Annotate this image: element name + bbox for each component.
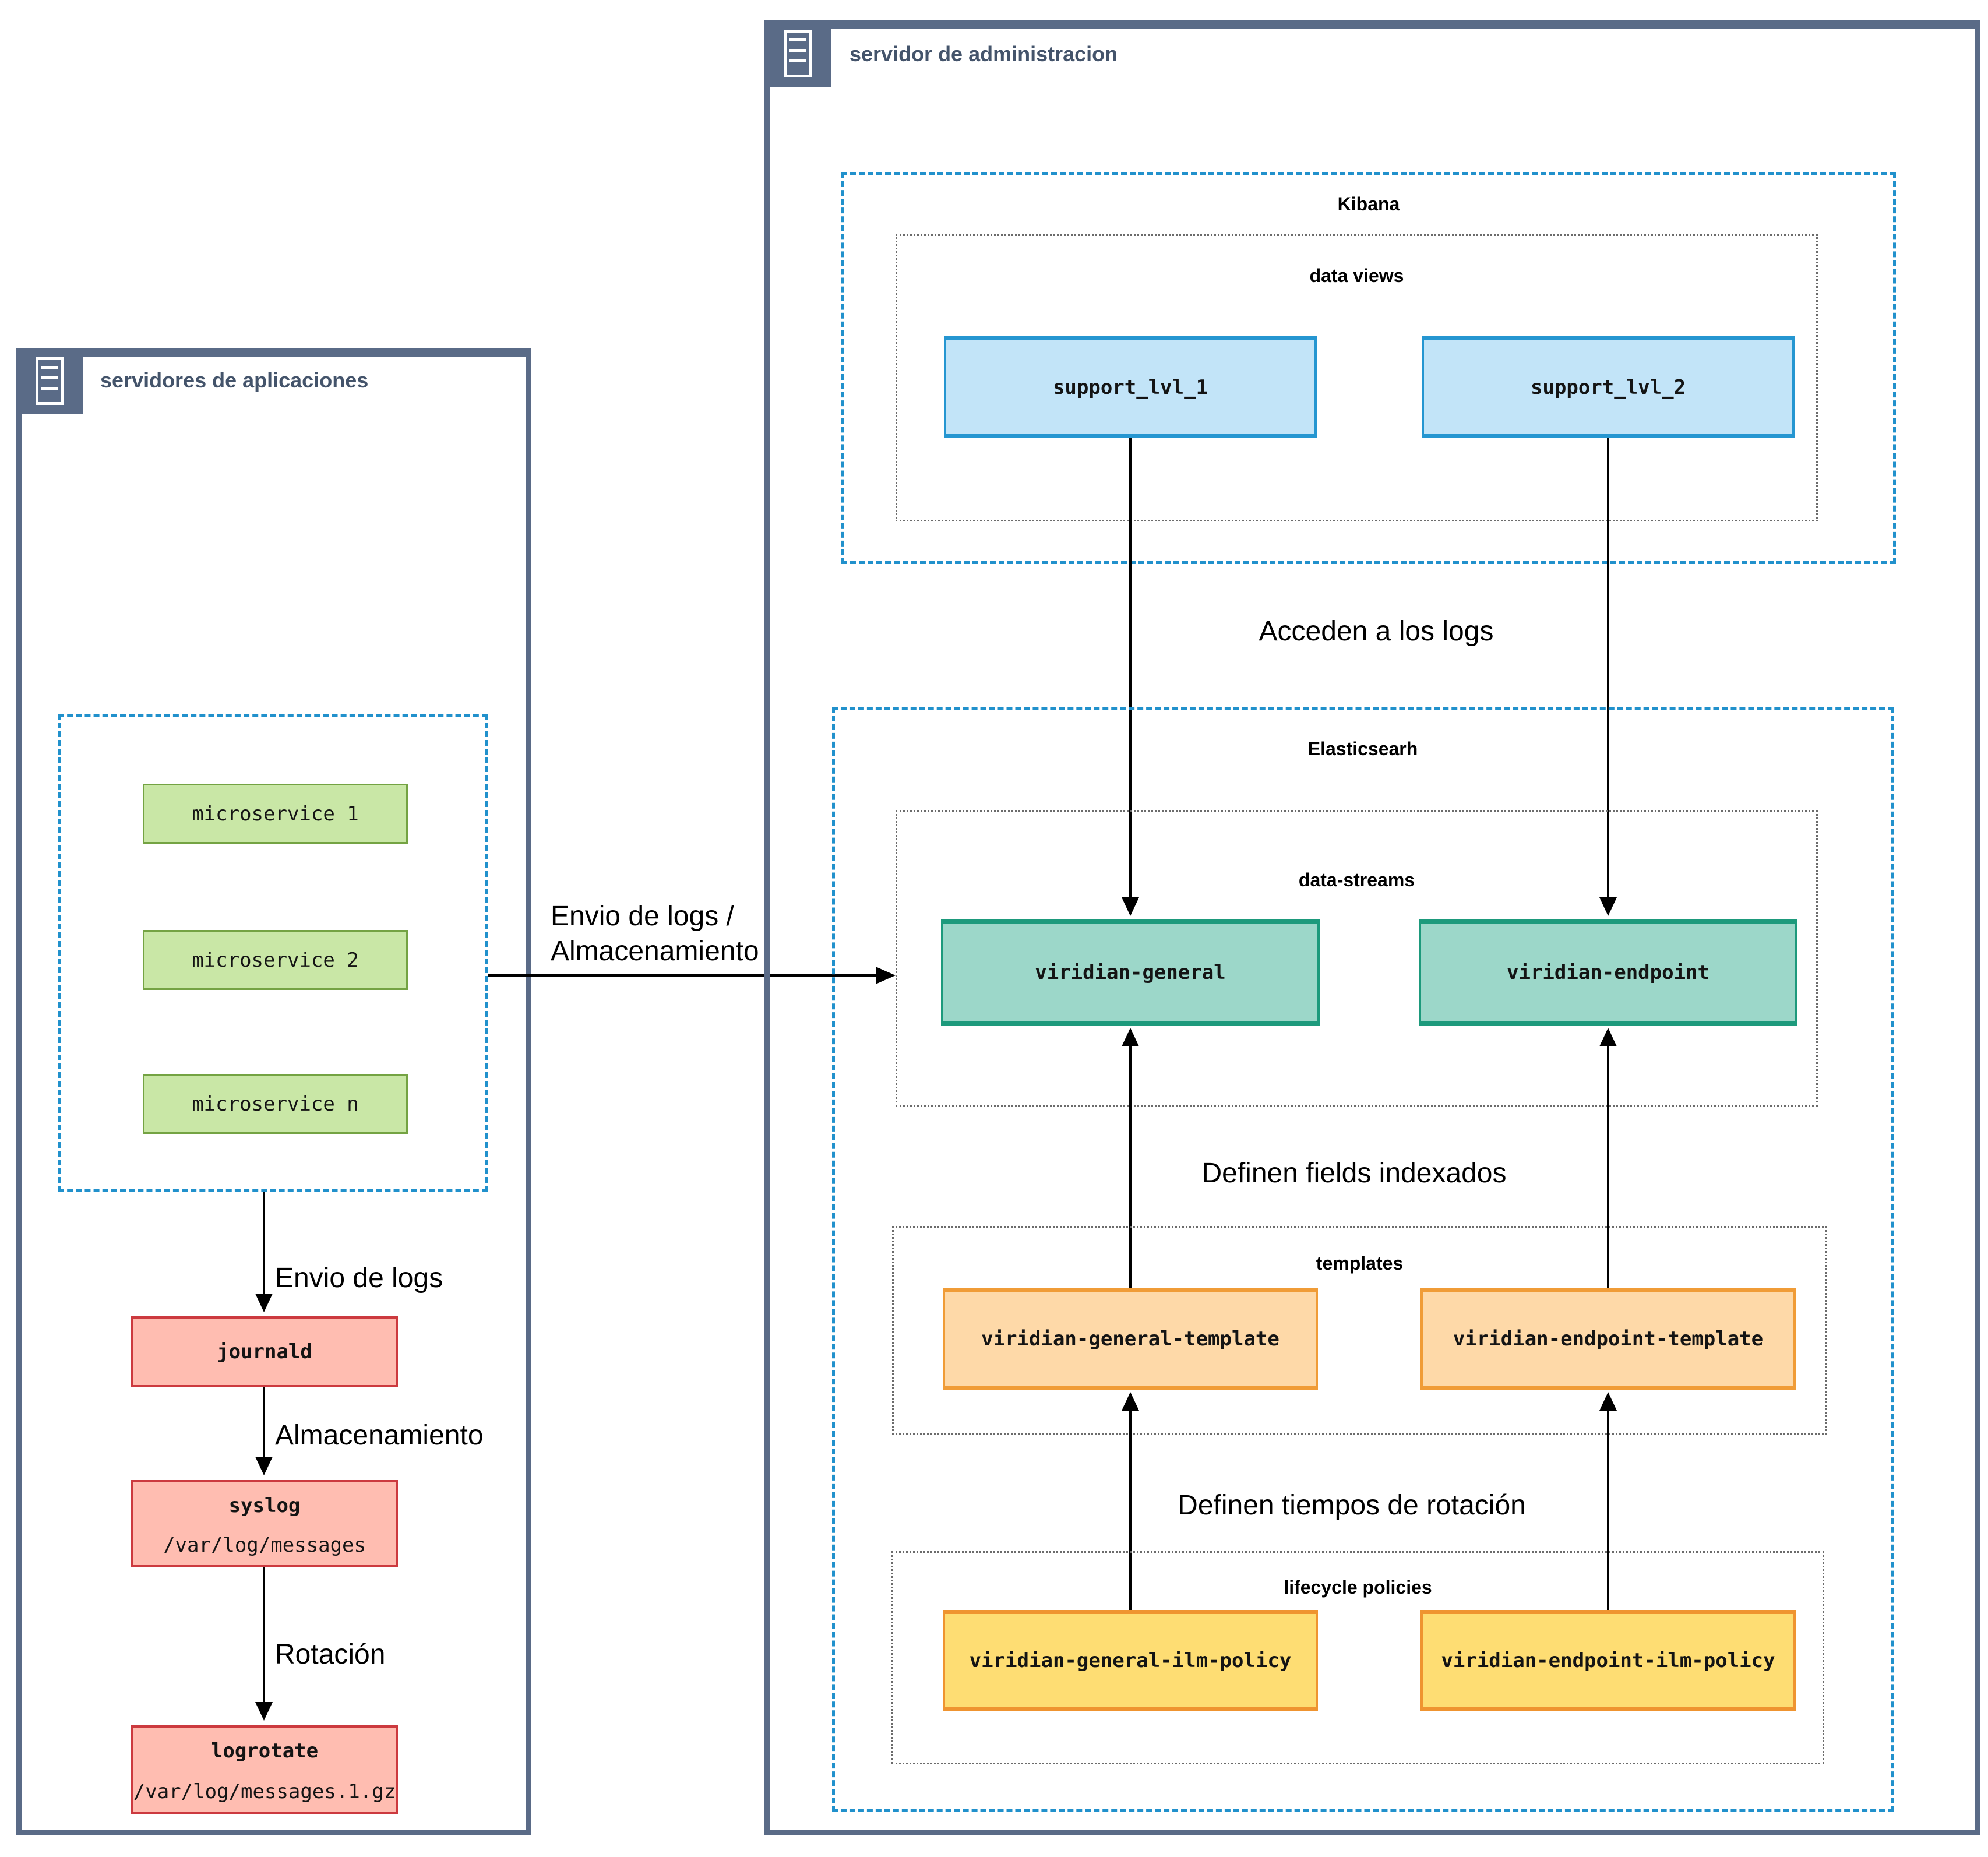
microservice-n-node: microservice n bbox=[143, 1074, 408, 1134]
data-streams-group bbox=[896, 810, 1818, 1107]
syslog-node: syslog /var/log/messages bbox=[131, 1480, 398, 1567]
microservice-2-label: microservice 2 bbox=[192, 948, 359, 972]
server-icon-bar bbox=[41, 366, 58, 369]
viridian-general-node: viridian-general bbox=[941, 919, 1320, 1026]
fields-indexed-label: Definen fields indexados bbox=[1201, 1158, 1507, 1189]
viridian-general-template-node: viridian-general-template bbox=[943, 1288, 1318, 1390]
arrow-line-access-1 bbox=[1129, 438, 1132, 898]
arrowhead-down-icon bbox=[255, 1702, 273, 1721]
arrowhead-up-icon bbox=[1599, 1392, 1617, 1411]
server-icon-bar bbox=[789, 38, 806, 41]
microservice-1-label: microservice 1 bbox=[192, 802, 359, 826]
app-servers-badge bbox=[16, 348, 83, 414]
viridian-general-template-label: viridian-general-template bbox=[981, 1327, 1279, 1351]
templates-title: templates bbox=[1316, 1253, 1404, 1274]
server-icon bbox=[784, 30, 812, 77]
admin-server-title: servidor de administracion bbox=[850, 42, 1118, 66]
microservice-1-node: microservice 1 bbox=[143, 784, 408, 844]
arrow-line-store bbox=[263, 1387, 265, 1458]
kibana-group bbox=[841, 172, 1896, 564]
arrow-line-send-logs bbox=[263, 1192, 265, 1295]
viridian-endpoint-template-node: viridian-endpoint-template bbox=[1420, 1288, 1796, 1390]
elasticsearch-group bbox=[832, 707, 1894, 1812]
store-label: Almacenamiento bbox=[275, 1420, 484, 1451]
syslog-path: /var/log/messages bbox=[163, 1534, 366, 1557]
journald-label: journald bbox=[217, 1340, 312, 1363]
syslog-label: syslog bbox=[228, 1494, 301, 1517]
logrotate-node: logrotate /var/log/messages.1.gz bbox=[131, 1725, 398, 1814]
lifecycle-policies-group bbox=[891, 1551, 1824, 1764]
admin-server-badge bbox=[764, 20, 831, 87]
arrowhead-right-icon bbox=[876, 967, 896, 984]
arrowhead-down-icon bbox=[255, 1457, 273, 1475]
arrowhead-up-icon bbox=[1599, 1028, 1617, 1046]
admin-server-panel bbox=[764, 20, 1980, 1835]
viridian-general-label: viridian-general bbox=[1035, 961, 1226, 984]
journald-node: journald bbox=[131, 1316, 398, 1387]
arrowhead-up-icon bbox=[1122, 1392, 1139, 1411]
microservice-2-node: microservice 2 bbox=[143, 930, 408, 990]
rotation-times-label: Definen tiempos de rotación bbox=[1178, 1490, 1526, 1521]
arrow-line-access-2 bbox=[1607, 438, 1609, 898]
viridian-endpoint-label: viridian-endpoint bbox=[1507, 961, 1709, 984]
support-lvl-2-node: support_lvl_2 bbox=[1422, 336, 1795, 438]
support-lvl-1-node: support_lvl_1 bbox=[944, 336, 1317, 438]
app-servers-title: servidores de aplicaciones bbox=[100, 368, 369, 392]
arrow-line-rotation-2 bbox=[1607, 1410, 1609, 1610]
support-lvl-2-label: support_lvl_2 bbox=[1530, 375, 1686, 399]
support-lvl-1-label: support_lvl_1 bbox=[1052, 375, 1208, 399]
logrotate-path: /var/log/messages.1.gz bbox=[133, 1780, 396, 1803]
viridian-endpoint-ilm-policy-node: viridian-endpoint-ilm-policy bbox=[1420, 1610, 1796, 1711]
microservices-group bbox=[58, 714, 488, 1192]
lifecycle-policies-title: lifecycle policies bbox=[1284, 1577, 1432, 1598]
arrowhead-down-icon bbox=[1599, 897, 1617, 916]
data-streams-title: data-streams bbox=[1298, 869, 1415, 890]
send-logs-label: Envio de logs bbox=[275, 1263, 443, 1294]
microservice-n-label: microservice n bbox=[192, 1092, 359, 1116]
server-icon-bar bbox=[41, 376, 58, 379]
viridian-endpoint-node: viridian-endpoint bbox=[1419, 919, 1797, 1026]
link-label-line1: Envio de logs / bbox=[551, 901, 734, 932]
rotate-label: Rotación bbox=[275, 1639, 386, 1670]
link-label-line2: Almacenamiento bbox=[551, 936, 759, 967]
arrow-line-fields-2 bbox=[1607, 1045, 1609, 1288]
viridian-general-ilm-policy-node: viridian-general-ilm-policy bbox=[943, 1610, 1318, 1711]
arrow-line-fields-1 bbox=[1129, 1045, 1132, 1288]
templates-group bbox=[892, 1226, 1827, 1435]
arrow-line-rotate bbox=[263, 1567, 265, 1704]
kibana-title: Kibana bbox=[1337, 193, 1400, 214]
logrotate-label: logrotate bbox=[210, 1739, 319, 1763]
data-views-title: data views bbox=[1309, 265, 1404, 286]
server-icon-bar bbox=[789, 59, 806, 62]
data-views-group bbox=[896, 234, 1818, 521]
viridian-endpoint-ilm-policy-label: viridian-endpoint-ilm-policy bbox=[1441, 1649, 1775, 1672]
arrowhead-down-icon bbox=[255, 1294, 273, 1312]
arrowhead-down-icon bbox=[1122, 897, 1139, 916]
server-icon bbox=[36, 357, 64, 405]
server-icon-bar bbox=[41, 387, 58, 390]
access-logs-label: Acceden a los logs bbox=[1259, 616, 1494, 647]
arrow-line-link bbox=[488, 974, 877, 977]
arrow-line-rotation-1 bbox=[1129, 1410, 1132, 1610]
app-servers-panel bbox=[16, 348, 531, 1835]
arrowhead-up-icon bbox=[1122, 1028, 1139, 1046]
viridian-endpoint-template-label: viridian-endpoint-template bbox=[1453, 1327, 1764, 1351]
viridian-general-ilm-policy-label: viridian-general-ilm-policy bbox=[969, 1649, 1292, 1672]
elasticsearch-title: Elasticsearh bbox=[1307, 738, 1418, 759]
server-icon-bar bbox=[789, 49, 806, 52]
